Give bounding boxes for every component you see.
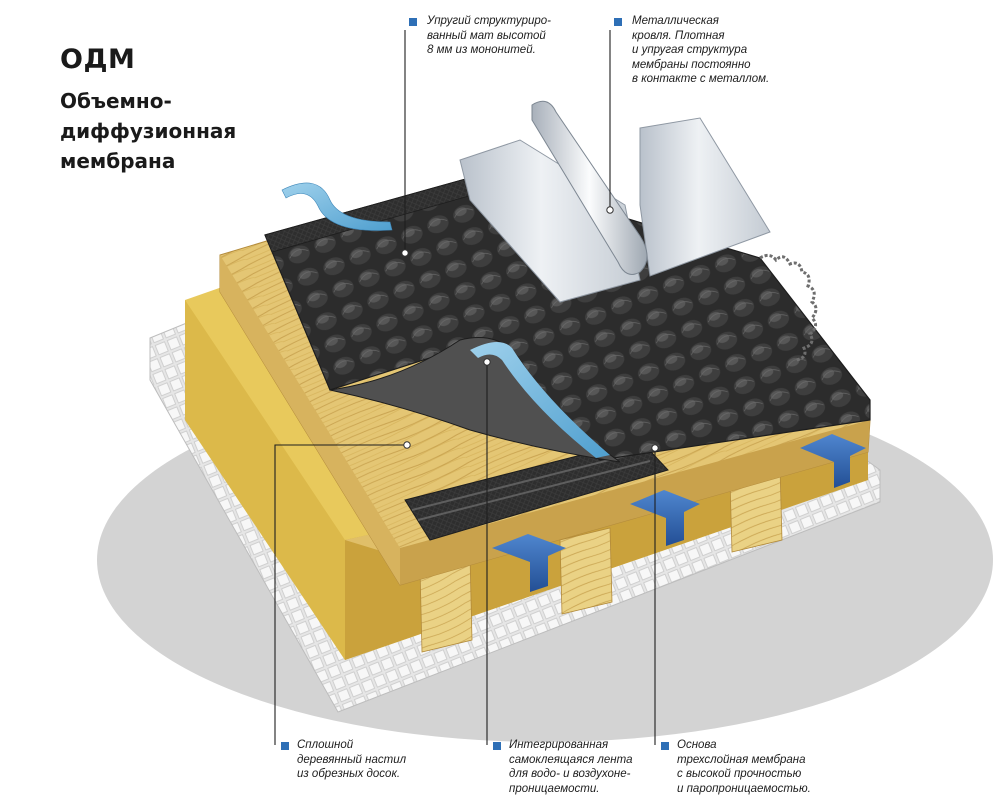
insulation-front-face — [185, 300, 345, 660]
airflow-arrows — [492, 434, 866, 592]
metal-roof-sheet — [459, 139, 641, 303]
wooden-deck-front-edge — [220, 255, 400, 585]
leader-dot — [606, 206, 614, 214]
leader-dot — [651, 444, 659, 452]
tape-stripe — [417, 460, 651, 521]
callout-metal-roof: Металлическая кровля. Плотная и упругая … — [614, 14, 808, 87]
callout-marker — [409, 18, 417, 26]
callout-marker — [661, 742, 669, 750]
rafter — [559, 527, 613, 615]
callout-tape: Интегрированная самоклеящаяся лента для … — [493, 738, 665, 796]
callout-deck-text: Сплошной деревянный настил из обрезных д… — [297, 739, 407, 780]
callout-metal-roof-text: Металлическая кровля. Плотная и упругая … — [632, 15, 770, 85]
callout-marker — [614, 18, 622, 26]
callout-base: Основа трехслойная мембрана с высокой пр… — [661, 738, 843, 796]
leader-dot — [483, 358, 491, 366]
tape-stripe — [411, 450, 646, 511]
leader-dots — [401, 206, 659, 452]
callout-marker — [281, 742, 289, 750]
mesh-edge — [759, 253, 818, 362]
callout-deck: Сплошной деревянный настил из обрезных д… — [281, 738, 453, 782]
leader-lines — [274, 30, 656, 745]
callout-tape-text: Интегрированная самоклеящаяся лента для … — [509, 739, 633, 795]
tape-release-ribbon — [281, 182, 393, 231]
leader-dot — [403, 441, 411, 449]
leader-dot — [401, 249, 409, 257]
airflow-arrow — [800, 434, 866, 488]
leader-deck — [274, 444, 407, 745]
page-subtitle: Объемно-диффузионная мембрана — [60, 89, 237, 173]
airflow-arrow — [492, 534, 566, 592]
callout-marker — [493, 742, 501, 750]
metal-roof-sheet-right — [639, 117, 771, 277]
callout-mat: Упругий структуриро- ванный мат высотой … — [409, 14, 603, 58]
callout-mat-text: Упругий структуриро- ванный мат высотой … — [427, 15, 551, 56]
standing-seam — [531, 100, 648, 275]
page-title: ОДМ — [60, 44, 136, 75]
blue-tape-strip — [470, 341, 610, 458]
callout-base-text: Основа трехслойная мембрана с высокой пр… — [677, 739, 811, 795]
airflow-arrow — [630, 490, 700, 546]
